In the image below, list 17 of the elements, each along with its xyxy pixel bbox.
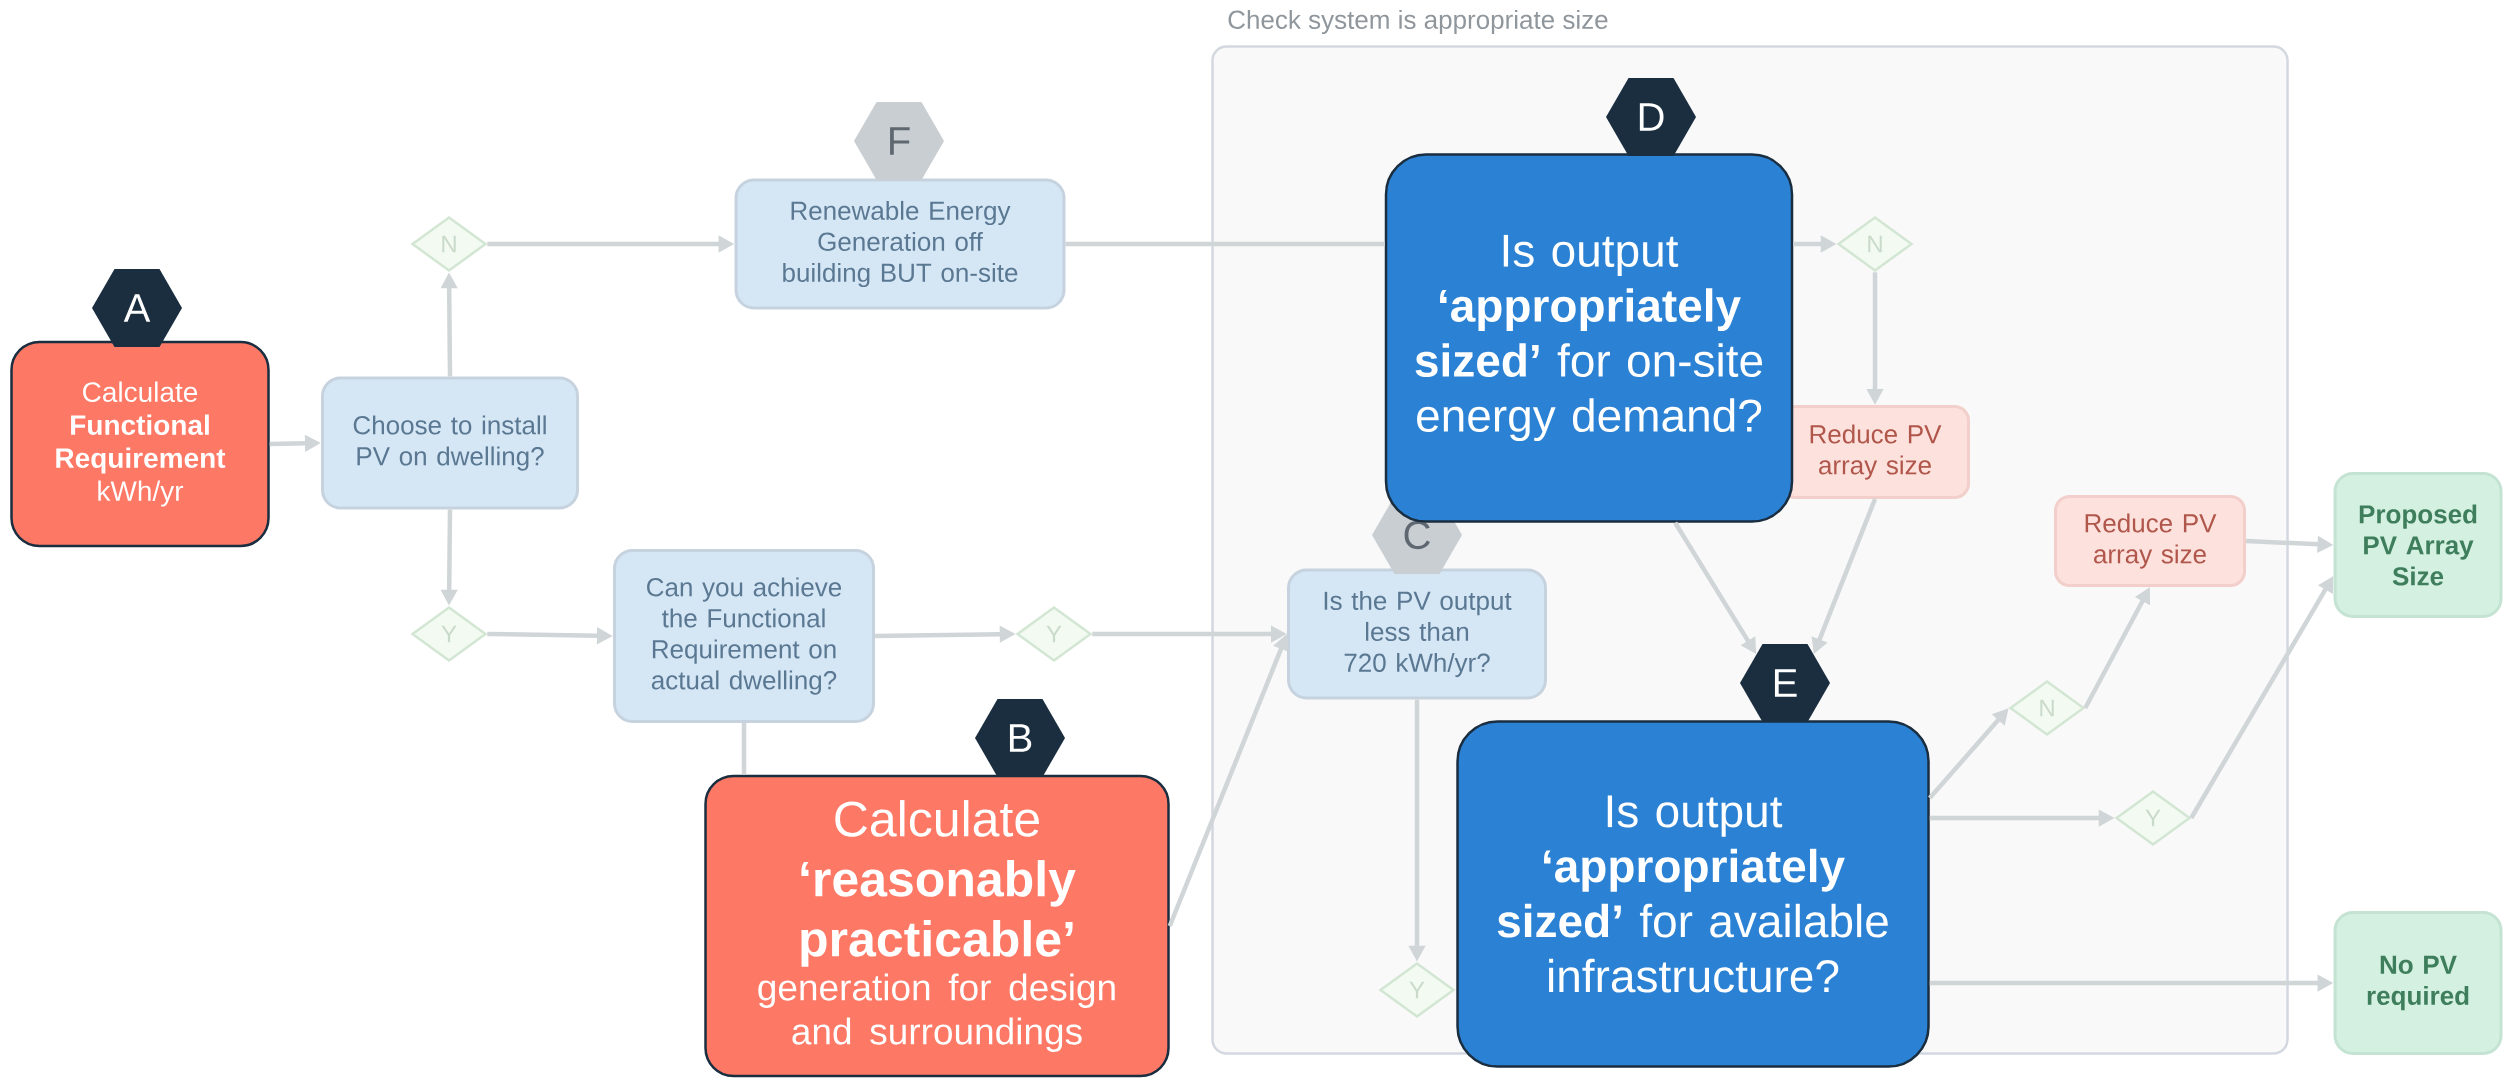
group-title: Check system is appropriate size — [1228, 9, 1608, 35]
letter-hexagon: D — [1606, 78, 1696, 156]
step-box: Reduce PV array size — [1780, 405, 1970, 499]
step-box: Can you achieve the Functional Requirement on actual dwelling? — [613, 549, 875, 723]
step-box: Calculate ‘reasonably practicable’ generation for design and surroundings — [704, 774, 1170, 1078]
letter-hexagon: F — [854, 102, 944, 180]
step-box: Is the PV output less than 720 kWh/yr? — [1287, 568, 1547, 700]
step-box: Choose to install PV on dwelling? — [321, 376, 579, 510]
step-box: No PV required — [2333, 911, 2503, 1055]
step-box: Proposed PV Array Size — [2333, 472, 2503, 618]
step-box: Calculate Functional Requirement kWh/yr — [10, 340, 270, 548]
step-box: Reduce PV array size — [2054, 495, 2246, 587]
step-box: Renewable Energy Generation off building BUT on-site — [734, 178, 1066, 310]
step-box: Is output ‘appropriately sized’ for available infrastructure? — [1456, 720, 1930, 1068]
letter-hexagon: E — [1740, 644, 1830, 722]
letter-hexagon: A — [92, 269, 182, 347]
letter-hexagon: B — [975, 699, 1065, 777]
